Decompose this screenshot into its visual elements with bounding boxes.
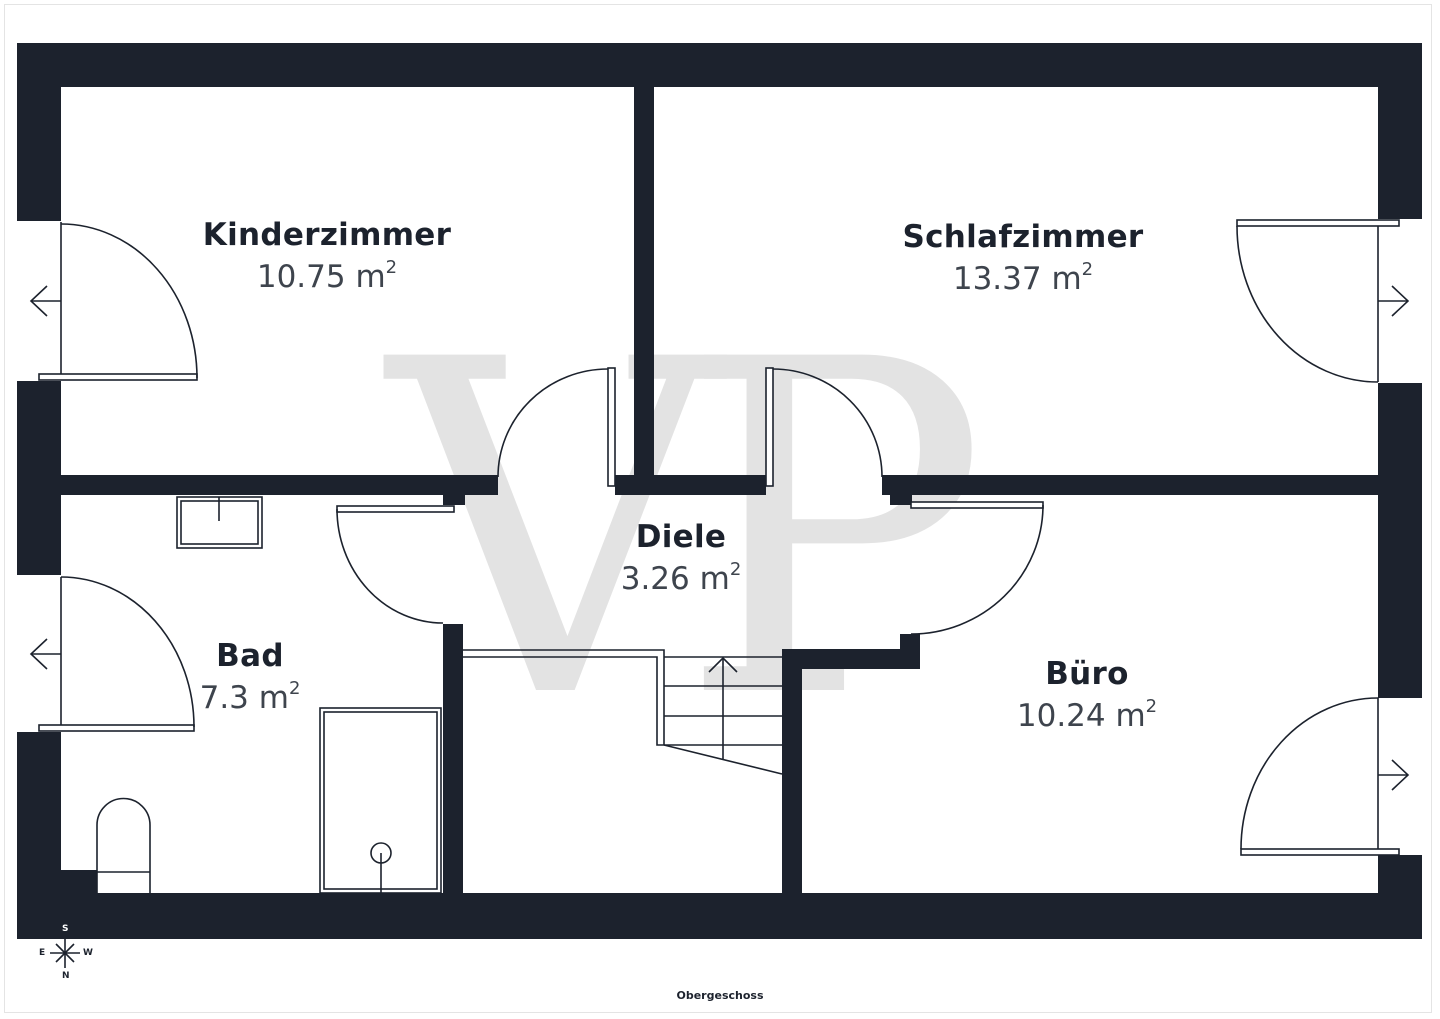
room-name: Bad <box>216 638 284 674</box>
room-bad: Bad 7.3 m2 <box>200 638 301 716</box>
watermark-logo: VP <box>381 264 988 799</box>
shower-icon <box>319 707 442 894</box>
floor-label: Obergeschoss <box>676 989 764 1002</box>
outer-walls <box>17 43 1422 939</box>
room-name: Kinderzimmer <box>202 217 452 253</box>
staircase <box>463 649 783 775</box>
door-buero-interior <box>910 501 1044 635</box>
room-kinderzimmer: Kinderzimmer 10.75 m2 <box>203 217 451 295</box>
page-frame <box>4 4 1432 1013</box>
compass-east-label: E <box>39 948 46 958</box>
door-bad-exterior <box>29 576 195 732</box>
room-schlafzimmer: Schlafzimmer 13.37 m2 <box>903 219 1144 297</box>
compass-west-label: W <box>83 948 93 958</box>
room-buero: Büro 10.24 m2 <box>1017 656 1157 734</box>
compass-south-label: S <box>62 924 69 934</box>
toilet-icon <box>96 797 151 893</box>
room-name: Büro <box>1045 656 1129 692</box>
door-bad-interior <box>336 505 455 624</box>
room-name: Diele <box>635 519 727 555</box>
room-area: 10.75 m2 <box>256 257 398 295</box>
compass-icon <box>50 938 80 968</box>
room-area: 13.37 m2 <box>952 259 1094 297</box>
interior-walls <box>61 87 1378 893</box>
room-diele: Diele 3.26 m2 <box>621 519 742 597</box>
doors <box>29 219 1410 856</box>
sink-icon <box>176 496 263 549</box>
room-area: 10.24 m2 <box>1016 696 1158 734</box>
room-area: 3.26 m2 <box>620 559 742 597</box>
door-buero <box>1240 697 1410 856</box>
stair-up-arrow-icon <box>708 656 738 673</box>
svg-text:VP: VP <box>381 264 988 799</box>
room-area: 7.3 m2 <box>199 678 301 716</box>
room-name: Schlafzimmer <box>902 219 1144 255</box>
door-kinderzimmer-interior <box>497 367 616 487</box>
door-schlafzimmer-interior <box>765 367 883 487</box>
door-schlafzimmer <box>1236 219 1410 383</box>
door-kinderzimmer <box>29 222 198 381</box>
compass-north-label: N <box>62 971 70 981</box>
